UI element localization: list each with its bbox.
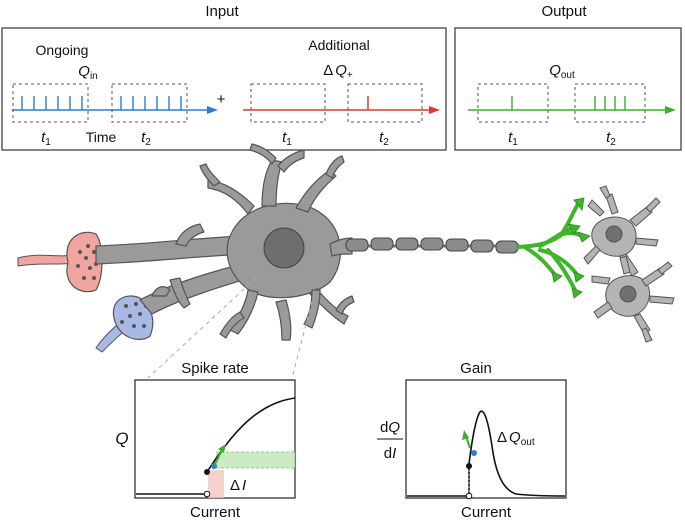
gain-ylabel-denominator: dI — [384, 445, 397, 462]
window-t2-additional — [347, 83, 423, 123]
output-title: Output — [541, 3, 587, 20]
t1-additional-label: t1 — [282, 129, 292, 148]
t1-ongoing-label: t1 — [41, 129, 51, 148]
gain-operating-point — [471, 450, 477, 456]
t1-output-label: t1 — [508, 129, 518, 148]
gain-xlabel: Current — [461, 504, 512, 521]
delta-q-band — [216, 452, 295, 468]
output-spike-train — [468, 96, 676, 114]
gain-title: Gain — [460, 360, 492, 377]
increase-arrow — [218, 444, 226, 453]
postsynaptic-neuron-lower — [591, 255, 675, 343]
additional-label: Additional — [308, 37, 370, 53]
input-title: Input — [205, 3, 239, 20]
window-t2-output — [574, 83, 646, 123]
gain-ylabel-numerator: dQ — [380, 419, 400, 436]
blue-presynaptic-terminal — [95, 295, 154, 353]
t2-additional-label: t2 — [379, 129, 389, 148]
window-t2-ongoing — [111, 83, 188, 123]
gain-increase-arrow — [462, 430, 469, 440]
green-axon-terminals — [516, 202, 584, 294]
additional-spike-train — [243, 96, 440, 114]
input-panel-frame — [1, 27, 447, 151]
window-t1-additional — [250, 83, 326, 123]
plus-sign: + — [217, 91, 226, 108]
gain-curve — [407, 410, 566, 497]
ongoing-spikes — [21, 96, 182, 110]
window-t1-ongoing — [12, 83, 89, 123]
spike-rate-title: Spike rate — [181, 360, 249, 377]
myelinated-axon — [345, 237, 520, 254]
t2-ongoing-label: t2 — [141, 129, 151, 148]
soma-nucleus — [263, 227, 305, 269]
t2-output-label: t2 — [606, 129, 616, 148]
delta-i-band — [208, 470, 224, 498]
ongoing-label: Ongoing — [36, 42, 89, 58]
window-t1-output — [477, 83, 549, 123]
q-out-label: Qout — [549, 62, 575, 81]
ongoing-spike-train — [12, 96, 218, 114]
neuron-illustration — [17, 143, 675, 379]
postsynaptic-neuron-upper — [583, 185, 661, 277]
output-panel-frame — [454, 27, 682, 151]
gain-frame — [405, 379, 567, 499]
spike-rate-xlabel: Current — [190, 504, 241, 521]
red-presynaptic-terminal — [17, 231, 103, 293]
output-panel: Qout t1 t2 — [454, 27, 682, 151]
spike-rate-ylabel: Q — [115, 429, 128, 448]
q-in-label: Qin — [78, 63, 97, 82]
time-label: Time — [86, 129, 117, 145]
spike-rate-curve — [206, 397, 296, 473]
